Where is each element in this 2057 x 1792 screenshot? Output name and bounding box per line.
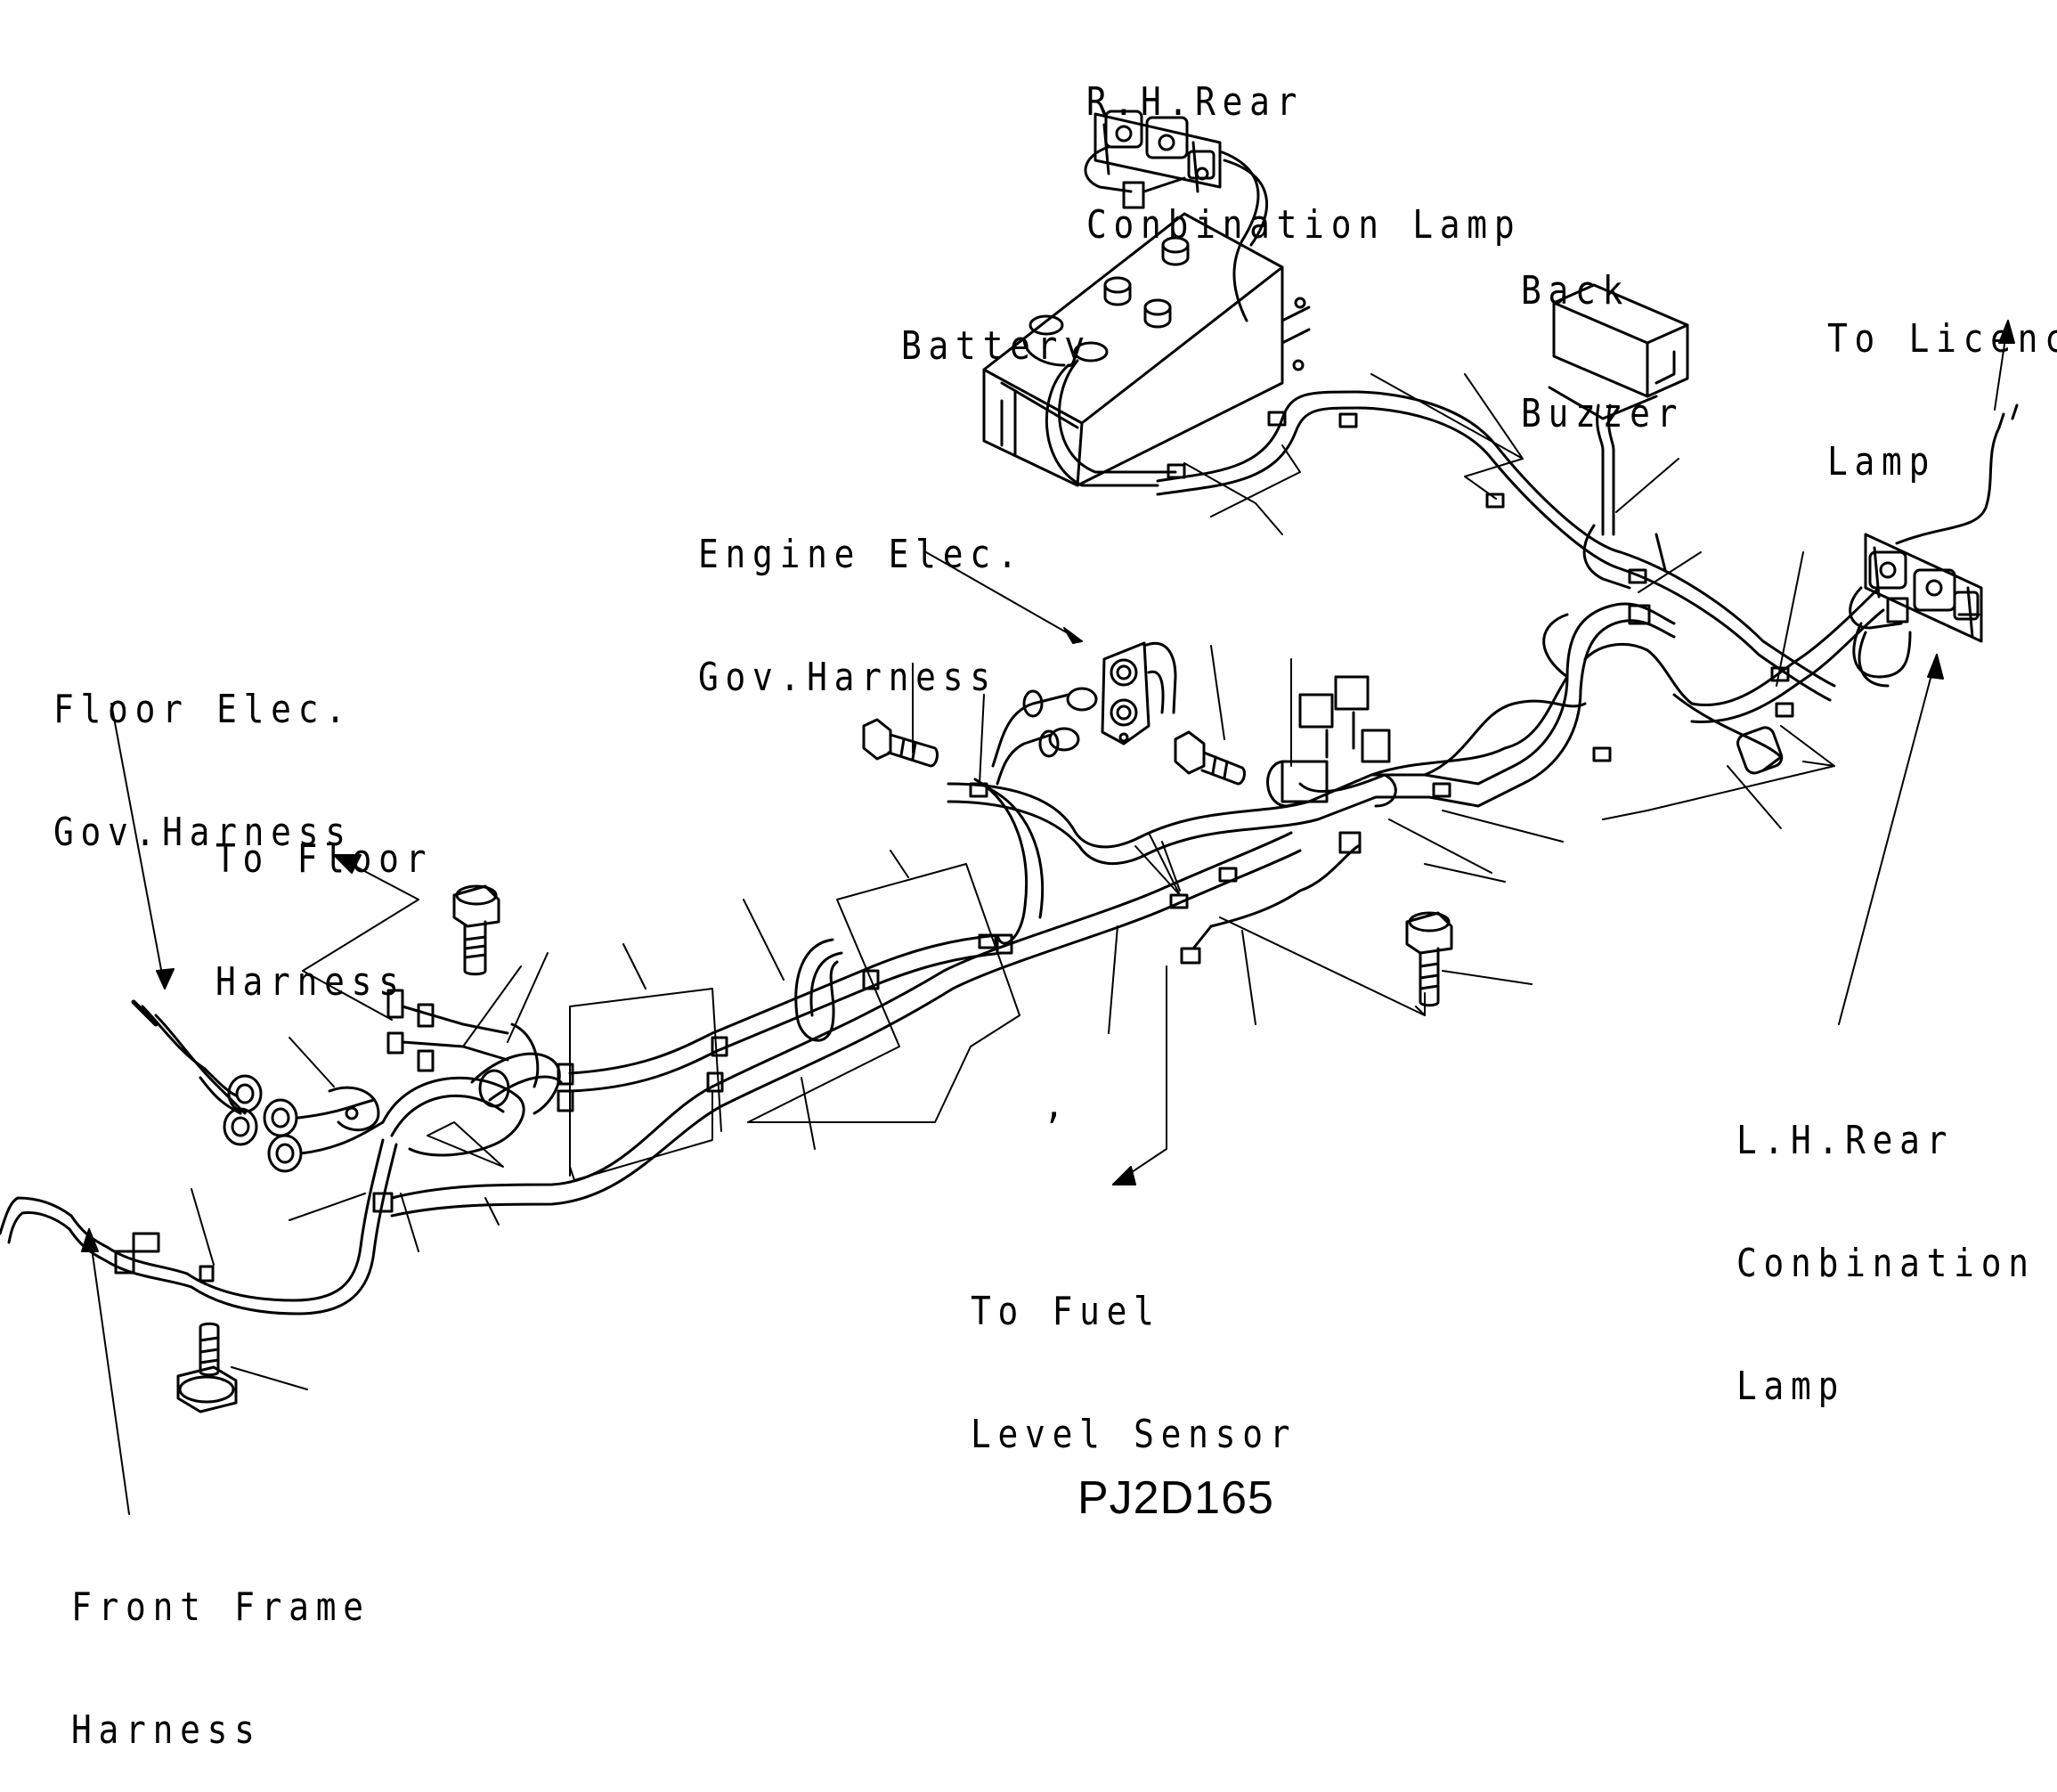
- floor-elec-harness-label-line1: Floor Elec.: [53, 687, 353, 732]
- back-buzzer-label-line2: Buzzer: [1521, 391, 1685, 436]
- rh-rear-lamp-illustration: [1085, 111, 1267, 321]
- engine-harness-connector-illustration: [993, 643, 1175, 784]
- rh-rear-lamp-label-line2: Conbination Lamp: [1086, 202, 1522, 248]
- lh-rear-lamp-label-line2: Conbination: [1736, 1241, 2036, 1286]
- front-frame-harness-label-line1: Front Frame: [71, 1584, 370, 1630]
- to-floor-harness-label: To Floor Harness: [215, 757, 433, 1044]
- licence-lamp-label: To Licence Lamp: [1827, 237, 2057, 524]
- bolt-1-icon: [454, 886, 499, 974]
- front-frame-harness-label-line2: Harness: [71, 1707, 262, 1753]
- rh-rear-lamp-label-line1: R.H.Rear: [1086, 79, 1305, 125]
- leader-lines: [82, 321, 2014, 1514]
- bolt-3-icon: [1175, 732, 1244, 784]
- harness-diagram: [0, 0, 2057, 1584]
- engine-harness-label-line1: Engine Elec.: [698, 532, 1025, 577]
- figure-code: PJ2D165: [1077, 1472, 1274, 1524]
- engine-harness-label: Engine Elec. Gov.Harness: [698, 452, 1024, 739]
- lh-rear-lamp-label-line1: L.H.Rear: [1736, 1118, 1955, 1163]
- main-harness-wiring: [0, 392, 1883, 1314]
- to-floor-harness-label-line1: To Floor: [215, 836, 434, 882]
- back-buzzer-label-line1: Back: [1521, 268, 1630, 314]
- bolt-4-icon: [1407, 913, 1451, 1006]
- fuel-level-sensor-label-line1: To Fuel: [971, 1289, 1161, 1334]
- floor-elec-harness-label: Floor Elec. Gov.Harness: [53, 607, 353, 894]
- front-frame-harness-label: Front Frame Harness: [71, 1505, 370, 1792]
- licence-lamp-label-line2: Lamp: [1827, 439, 1937, 485]
- bolt-2-icon: [864, 720, 937, 766]
- bolt-illustrations: [178, 720, 1451, 1412]
- back-buzzer-illustration: [1549, 285, 1687, 534]
- fuel-level-sensor-label: To Fuel Level Sensor: [971, 1210, 1297, 1496]
- rh-rear-lamp-label: R.H.Rear Conbination Lamp: [1086, 0, 1521, 287]
- engine-harness-label-line2: Gov.Harness: [698, 655, 997, 700]
- back-buzzer-label: Back Buzzer: [1521, 189, 1684, 476]
- battery-illustration: [984, 214, 1309, 485]
- battery-label-line1: Battery: [901, 323, 1092, 369]
- battery-label: Battery: [901, 244, 1092, 408]
- lh-rear-lamp-label-line3: Lamp: [1736, 1364, 1846, 1409]
- licence-lamp-label-line1: To Licence: [1827, 316, 2057, 362]
- fuel-level-sensor-label-line2: Level Sensor: [971, 1412, 1297, 1457]
- stray-mark: ,: [1044, 1082, 1071, 1128]
- floor-elec-harness-label-line2: Gov.Harness: [53, 810, 353, 855]
- to-floor-harness-label-line2: Harness: [215, 959, 406, 1005]
- lh-rear-lamp-label: L.H.Rear Conbination Lamp: [1736, 1039, 2036, 1448]
- bolt-5-icon: [178, 1324, 236, 1412]
